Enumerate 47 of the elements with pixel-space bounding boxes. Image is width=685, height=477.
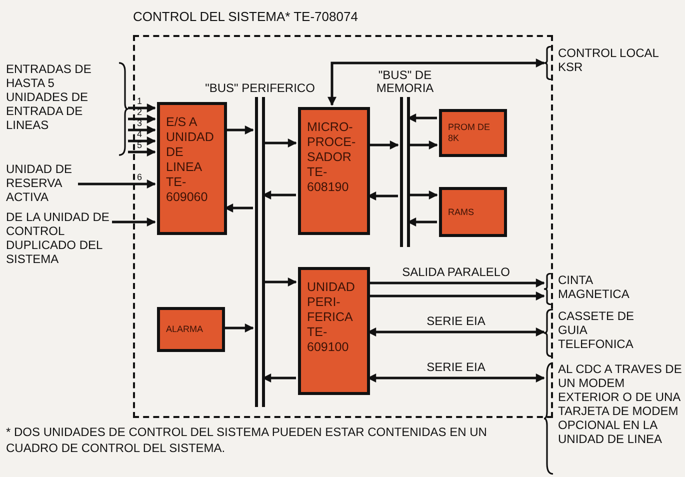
arrow bbox=[128, 114, 156, 124]
arrow bbox=[128, 148, 156, 156]
unit-block: PROM DE 8K bbox=[439, 109, 507, 157]
edge-label: SERIE EIA bbox=[424, 361, 488, 374]
unit-block: UNIDAD PERI-FERICA TE-609100 bbox=[298, 267, 370, 395]
input-number: 2 bbox=[137, 108, 142, 117]
unit-block: E/S A UNIDAD DE LINEA TE-609060 bbox=[157, 102, 227, 235]
output-label: CINTA MAGNETICA bbox=[544, 273, 654, 305]
arrow bbox=[128, 136, 156, 146]
edge-label: SERIE EIA bbox=[424, 315, 488, 328]
arrow bbox=[78, 180, 156, 188]
input-number: 3 bbox=[137, 119, 142, 128]
arrow bbox=[263, 138, 297, 148]
input-number: 1 bbox=[137, 97, 142, 106]
unit-block: RAMS bbox=[439, 187, 507, 237]
arrow bbox=[368, 278, 545, 288]
input-number: 4 bbox=[137, 130, 142, 139]
arrow bbox=[408, 190, 438, 200]
input-number: 6 bbox=[137, 173, 142, 182]
arrow bbox=[368, 292, 545, 300]
footnote: * DOS UNIDADES DE CONTROL DEL SISTEMA PUEDEN ESTAR CONTENIDAS EN UN CUADRO DE CONTROL DEL SISTEMA. bbox=[6, 424, 488, 456]
arrow bbox=[263, 278, 297, 286]
input-label: DE LA UNIDAD DE CONTROL DUPLICADO DEL SISTEMA bbox=[6, 210, 112, 284]
arrow bbox=[408, 140, 438, 150]
arrow bbox=[262, 190, 296, 200]
arrow bbox=[128, 104, 156, 112]
edge-label: SALIDA PARALELO bbox=[400, 266, 512, 279]
frame-title: CONTROL DEL SISTEMA* TE-708074 bbox=[133, 8, 358, 26]
arrow bbox=[368, 140, 399, 150]
bus-label: "BUS" PERIFERICO bbox=[205, 82, 315, 95]
arrow bbox=[407, 114, 437, 122]
unit-block: MICRO-PROCE-SADOR TE-608190 bbox=[298, 107, 370, 235]
arrow bbox=[262, 374, 296, 382]
input-label: UNIDAD DE RESERVA ACTIVA bbox=[6, 162, 78, 206]
input-number: 5 bbox=[137, 141, 142, 150]
arrow bbox=[128, 126, 156, 134]
arrow bbox=[112, 218, 156, 226]
arrow bbox=[223, 324, 254, 332]
arrow bbox=[328, 58, 545, 106]
unit-block: ALARMA bbox=[157, 307, 225, 352]
input-label: ENTRADAS DE HASTA 5 UNIDADES DE ENTRADA DE LINEAS bbox=[6, 62, 128, 156]
arrow bbox=[407, 218, 437, 226]
output-label: AL CDC A TRAVES DE UN MODEM EXTERIOR O DE UNA TARJETA DE MODEM OPCIONAL EN LA UNIDAD DE LINEA bbox=[544, 362, 684, 475]
arrow bbox=[225, 126, 254, 134]
output-label: CASSETE DE GUIA TELEFONICA bbox=[544, 309, 654, 357]
bus-label: "BUS" DE MEMORIA bbox=[375, 69, 435, 95]
output-label: CONTROL LOCAL KSR bbox=[544, 46, 680, 80]
